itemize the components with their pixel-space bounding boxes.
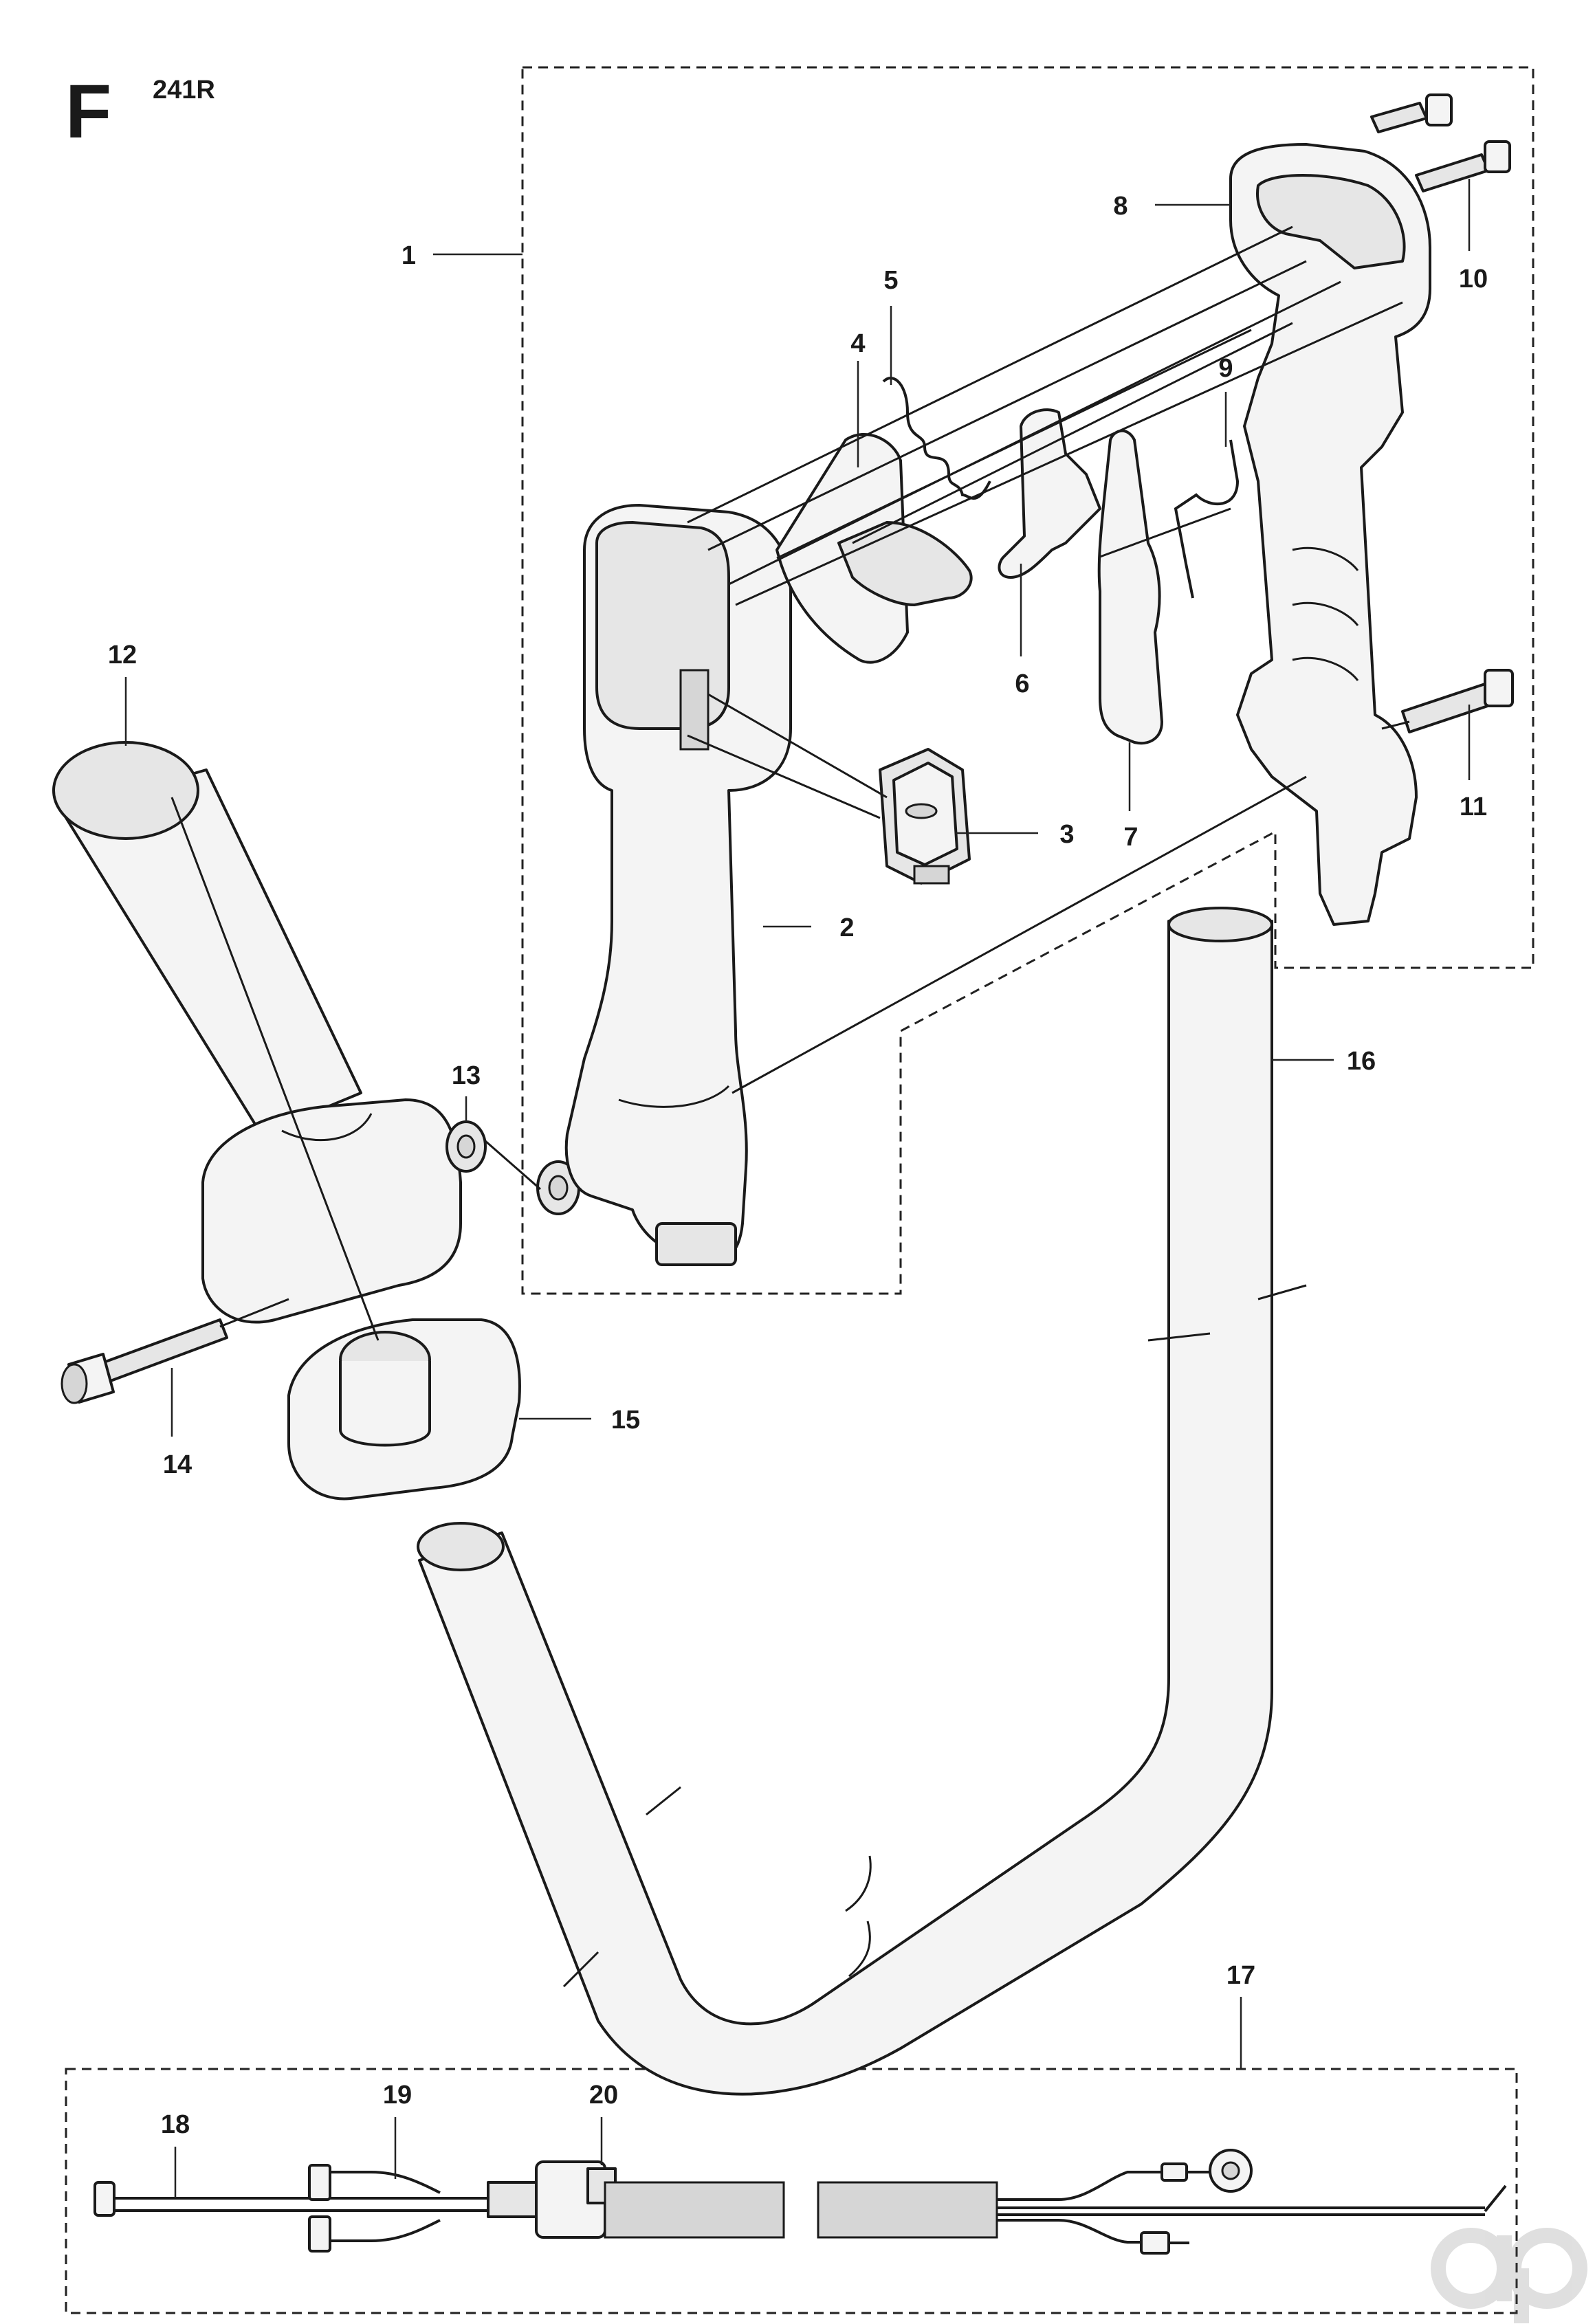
throttle-lockout [776,432,973,664]
handlebar-tube [417,907,1307,2096]
throttle-trigger [1097,429,1163,745]
callout-7: 7 [1123,823,1138,852]
callout-6: 6 [1015,669,1029,698]
callout-16: 16 [1347,1047,1376,1076]
spacer-13 [446,1120,487,1173]
callout-19: 19 [383,2081,412,2110]
rear-handle [564,504,792,1266]
callout-5: 5 [883,266,898,295]
callout-13: 13 [452,1061,481,1090]
bolt-14 [60,1318,228,1404]
assembly-lines [170,225,1410,1341]
callout-20: 20 [589,2081,618,2110]
callout-12: 12 [108,641,137,669]
spring-9 [1174,439,1240,599]
callout-8: 8 [1113,192,1128,221]
group-1-boundary [521,66,1534,1295]
screw-10-lower [1415,140,1511,192]
callout-1: 1 [402,241,416,270]
group-17-boundary [65,2068,1518,2314]
handle-half [1229,143,1431,926]
model-name: 241R [153,76,215,104]
watermark-logo [1431,2228,1587,2323]
leader-lines [124,179,1471,2198]
section-letter: F [65,69,111,154]
callout-18: 18 [161,2110,190,2139]
clamp-15 [287,1318,521,1501]
stop-switch [879,748,971,885]
callout-3: 3 [1059,820,1074,849]
callout-labels: 1 2 3 4 5 6 7 8 9 10 11 12 13 14 15 16 1… [108,192,1488,2139]
callout-15: 15 [611,1406,640,1435]
callout-2: 2 [839,914,854,942]
screw-11 [1401,669,1514,733]
callout-11: 11 [1460,793,1487,821]
lever-6 [998,408,1101,579]
callout-10: 10 [1459,265,1488,294]
callout-4: 4 [850,329,865,358]
callout-14: 14 [163,1450,192,1479]
callout-9: 9 [1218,354,1233,383]
spring-5 [882,377,991,500]
front-grip [52,741,462,1324]
screw-10-upper [1370,93,1453,133]
throttle-cable [94,2149,1507,2255]
callout-17: 17 [1226,1961,1255,1990]
